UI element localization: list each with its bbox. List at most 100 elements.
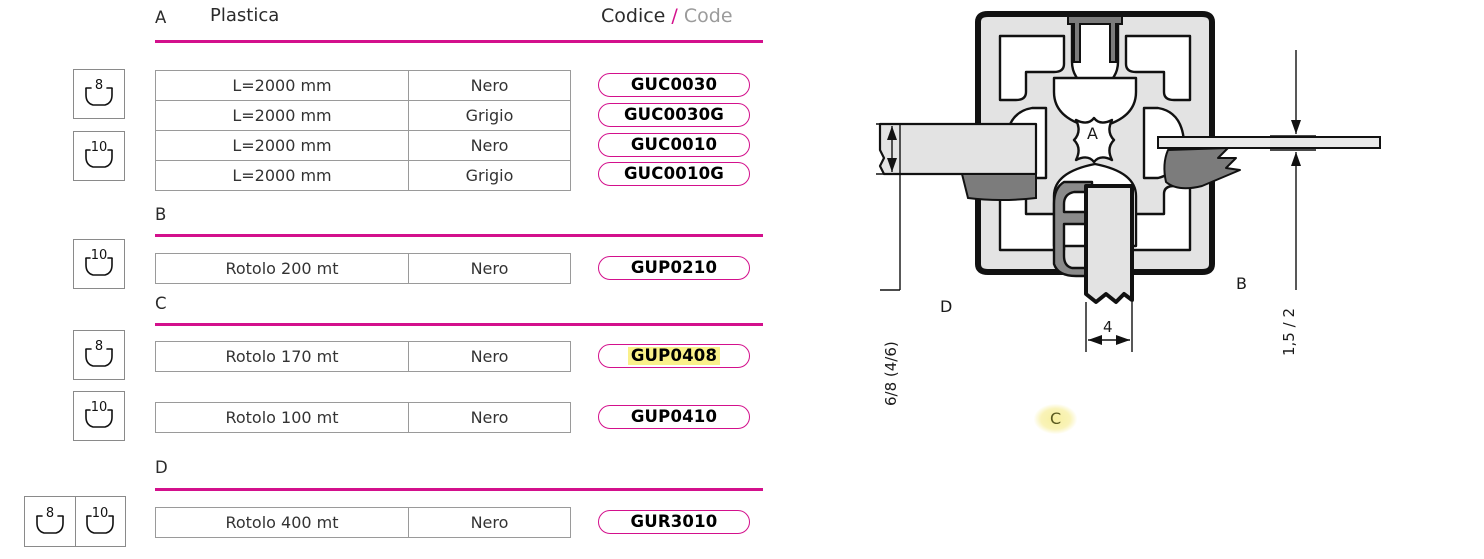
code-pill-gup0410[interactable]: GUP0410	[598, 405, 750, 429]
table-row[interactable]: Rotolo 170 mt Nero	[155, 341, 571, 372]
groove-8-icon: 8	[85, 78, 113, 106]
code-text: GUC0030	[630, 74, 718, 94]
section-letter-b: B	[155, 205, 167, 224]
section-letter-a: A	[155, 8, 167, 27]
cell-length: Rotolo 200 mt	[155, 253, 409, 284]
panel-d-body	[878, 122, 1038, 176]
dimension-height-label: 6/8 (4/6)	[882, 341, 900, 406]
cell-color: Grigio	[408, 100, 571, 131]
table-row[interactable]: Rotolo 200 mt Nero	[155, 253, 571, 284]
cell-length: L=2000 mm	[155, 70, 409, 101]
groove-10-icon: 10	[85, 400, 113, 428]
cavity-tl	[998, 34, 1066, 102]
code-column-header: Codice / Code	[601, 7, 733, 26]
divider-a	[155, 40, 763, 43]
panel-c-body	[1084, 184, 1134, 304]
icon-cell: 10	[74, 240, 124, 288]
gasket-c	[1052, 180, 1094, 278]
code-text: GUC0010G	[623, 163, 725, 183]
cell-color: Nero	[408, 253, 571, 284]
groove-size-number: 8	[95, 339, 103, 354]
table-row[interactable]: Rotolo 400 mt Nero	[155, 507, 571, 538]
section-letter-c: C	[155, 294, 167, 313]
icon-cell: 10	[74, 392, 124, 440]
code-pill-gur3010[interactable]: GUR3010	[598, 510, 750, 534]
callout-label-a: A	[1087, 124, 1098, 143]
groove-size-box-a-10[interactable]: 10	[73, 131, 125, 181]
groove-size-number: 10	[91, 140, 108, 155]
cell-color: Nero	[408, 70, 571, 101]
cell-color: Nero	[408, 402, 571, 433]
icon-cell-8[interactable]: 8	[25, 497, 75, 546]
code-pill-guc0010[interactable]: GUC0010	[598, 133, 750, 157]
code-pill-guc0010g[interactable]: GUC0010G	[598, 162, 750, 186]
code-text: GUC0010	[630, 134, 718, 154]
cell-color: Grigio	[408, 160, 571, 191]
callout-label-b: B	[1236, 274, 1247, 293]
section-header-d: D	[155, 458, 168, 477]
icon-cell: 10	[74, 132, 124, 180]
table-row[interactable]: L=2000 mm Nero	[155, 70, 571, 101]
panel-c	[1052, 180, 1134, 304]
spec-table-c-2: Rotolo 100 mt Nero	[155, 402, 571, 433]
dimension-arrowheads	[887, 120, 1301, 345]
cavity-tr	[1124, 34, 1192, 102]
code-pill-gup0210[interactable]: GUP0210	[598, 256, 750, 280]
groove-size-box-c-10[interactable]: 10	[73, 391, 125, 441]
table-row[interactable]: L=2000 mm Grigio	[155, 100, 571, 131]
cell-length: Rotolo 400 mt	[155, 507, 409, 538]
section-header-a: A	[155, 8, 167, 27]
groove-size-box-a-8[interactable]: 8	[73, 69, 125, 119]
profile-svg	[876, 11, 1381, 352]
section-title-plastica: Plastica	[210, 5, 280, 26]
code-text: GUC0030G	[623, 104, 725, 124]
code-pill-gup0408[interactable]: GUP0408	[598, 344, 750, 368]
panel-b	[1157, 136, 1381, 190]
code-text: GUR3010	[630, 511, 718, 531]
catalog-panel: A Plastica Codice / Code 8	[24, 5, 763, 547]
table-row[interactable]: L=2000 mm Nero	[155, 130, 571, 161]
panel-d	[878, 122, 1038, 201]
code-text: GUP0210	[630, 257, 718, 277]
section-letter-d: D	[155, 458, 169, 477]
profile-cross-section-drawing: A B C D 6/8 (4/6) 1,5 / 2 4	[840, 0, 1484, 555]
table-row[interactable]: L=2000 mm Grigio	[155, 160, 571, 191]
callout-label-d: D	[940, 297, 953, 316]
cell-length: Rotolo 170 mt	[155, 341, 409, 372]
section-header-c: C	[155, 294, 167, 313]
code-text: GUP0408	[627, 346, 721, 366]
cell-length: Rotolo 100 mt	[155, 402, 409, 433]
groove-10-icon: 10	[85, 248, 113, 276]
groove-size-number: 10	[91, 248, 108, 263]
gasket-d	[960, 173, 1037, 201]
icon-cell-10[interactable]: 10	[74, 497, 126, 546]
code-header-en: Code	[683, 5, 733, 27]
section-header-b: B	[155, 205, 167, 224]
groove-size-number: 8	[95, 78, 103, 93]
gasket-a	[1067, 15, 1123, 63]
gasket-b	[1163, 147, 1241, 190]
spec-table-b: Rotolo 200 mt Nero	[155, 253, 571, 284]
icon-cell: 8	[74, 331, 124, 379]
code-text: GUP0410	[630, 406, 718, 426]
groove-size-number: 10	[91, 400, 108, 415]
groove-size-box-d[interactable]: 8 10	[24, 496, 126, 547]
spec-table-a: L=2000 mm Nero L=2000 mm Grigio L=2000 m…	[155, 70, 571, 191]
groove-size-box-b-10[interactable]: 10	[73, 239, 125, 289]
groove-8-icon: 8	[35, 506, 64, 534]
divider-c	[155, 323, 763, 326]
table-row[interactable]: Rotolo 100 mt Nero	[155, 402, 571, 433]
cell-color: Nero	[408, 507, 571, 538]
panel-b-body	[1157, 136, 1381, 149]
code-pill-guc0030g[interactable]: GUC0030G	[598, 103, 750, 127]
groove-size-number: 10	[92, 506, 109, 521]
cell-color: Nero	[408, 130, 571, 161]
cell-color: Nero	[408, 341, 571, 372]
spec-table-d: Rotolo 400 mt Nero	[155, 507, 571, 538]
aluminium-profile	[975, 11, 1215, 275]
groove-size-box-c-8[interactable]: 8	[73, 330, 125, 380]
code-pill-guc0030[interactable]: GUC0030	[598, 73, 750, 97]
callout-label-c: C	[1034, 404, 1078, 434]
dimension-width-label: 4	[1103, 318, 1113, 336]
